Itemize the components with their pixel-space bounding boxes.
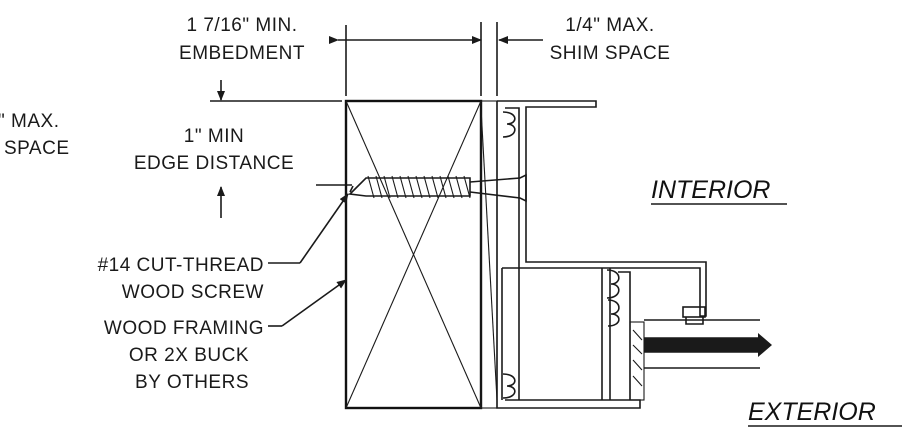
embedment-label-line2: EMBEDMENT xyxy=(179,43,305,64)
cutoff-label-line1: " MAX. xyxy=(0,111,59,132)
edge-distance-dimension xyxy=(210,80,352,218)
embedment-dimension xyxy=(329,22,482,96)
edge-distance-label-line1: 1" MIN xyxy=(184,126,244,147)
glass-pane xyxy=(644,319,772,369)
shim-space xyxy=(480,100,498,409)
cutoff-label-line2: SPACE xyxy=(4,138,70,159)
screw-leader xyxy=(268,193,349,264)
embedment-label-line1: 1 7/16" MIN. xyxy=(187,15,298,36)
wood-framing xyxy=(344,99,483,410)
screw-label-line1: #14 CUT-THREAD xyxy=(98,255,264,276)
framing-label-line1: WOOD FRAMING xyxy=(104,318,264,339)
edge-distance-label-line2: EDGE DISTANCE xyxy=(134,153,294,174)
framing-leader xyxy=(268,279,347,327)
window-frame-profile xyxy=(496,100,707,409)
screw-label-line2: WOOD SCREW xyxy=(122,282,264,303)
exterior-label: EXTERIOR xyxy=(748,398,876,426)
framing-label-line3: BY OTHERS xyxy=(135,372,249,393)
framing-label-line2: OR 2X BUCK xyxy=(129,345,249,366)
wood-screw xyxy=(348,173,527,203)
shim-dimension xyxy=(496,22,543,96)
interior-label: INTERIOR xyxy=(651,176,770,204)
shim-label-line1: 1/4" MAX. xyxy=(565,15,654,36)
shim-label-line2: SHIM SPACE xyxy=(550,43,671,64)
